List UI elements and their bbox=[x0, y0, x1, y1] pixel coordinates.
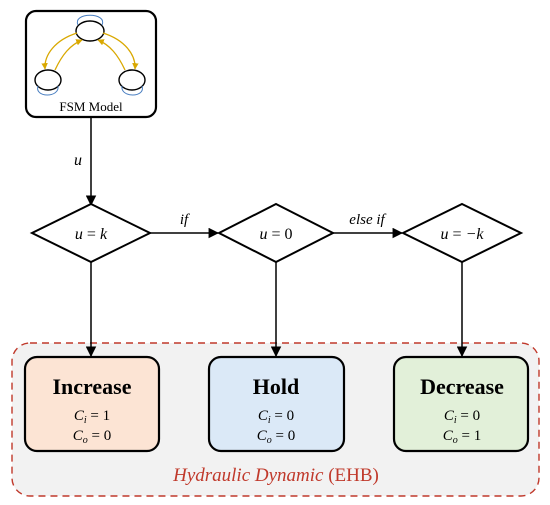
svg-text:Ci = 0: Ci = 0 bbox=[258, 408, 294, 426]
input-signal-label: u bbox=[74, 152, 82, 169]
fsm-edge-top-right bbox=[102, 32, 139, 70]
state-box-hold: Hold Ci = 0 Co = 0 bbox=[207, 355, 346, 453]
condition-diamond-increase: u = k bbox=[29, 202, 153, 264]
branch-else-if-label: else if bbox=[349, 212, 386, 228]
fsm-model-box: FSM Model bbox=[24, 9, 158, 119]
state-box-increase: Increase Ci = 1 Co = 0 bbox=[23, 355, 161, 453]
fsm-edge-left-top bbox=[54, 39, 83, 71]
fsm-model-label: FSM Model bbox=[59, 99, 123, 114]
fsm-state-top bbox=[75, 14, 105, 42]
condition-diamond-decrease: u = −k bbox=[400, 202, 524, 264]
fsm-edge-top-left bbox=[41, 32, 78, 70]
state-title-increase: Increase bbox=[52, 374, 131, 399]
state-title-decrease: Decrease bbox=[420, 374, 504, 399]
condition-diamond-hold: u = 0 bbox=[216, 202, 336, 264]
svg-text:Co = 0: Co = 0 bbox=[73, 428, 111, 446]
ehb-group-label: Hydraulic Dynamic (EHB) bbox=[172, 465, 379, 486]
svg-text:Ci = 1: Ci = 1 bbox=[74, 408, 110, 426]
svg-text:u = 0: u = 0 bbox=[259, 226, 292, 243]
svg-text:Ci = 0: Ci = 0 bbox=[444, 408, 480, 426]
fsm-edge-right-top bbox=[97, 39, 126, 71]
state-title-hold: Hold bbox=[253, 374, 299, 399]
svg-text:u = k: u = k bbox=[75, 226, 108, 243]
svg-text:Co = 1: Co = 1 bbox=[443, 428, 481, 446]
svg-text:u = −k: u = −k bbox=[441, 226, 485, 243]
branch-if-label: if bbox=[180, 212, 190, 228]
state-box-decrease: Decrease Ci = 0 Co = 1 bbox=[392, 355, 530, 453]
svg-text:Co = 0: Co = 0 bbox=[257, 428, 295, 446]
fsm-state-left bbox=[34, 69, 62, 96]
fsm-state-right bbox=[118, 69, 146, 96]
